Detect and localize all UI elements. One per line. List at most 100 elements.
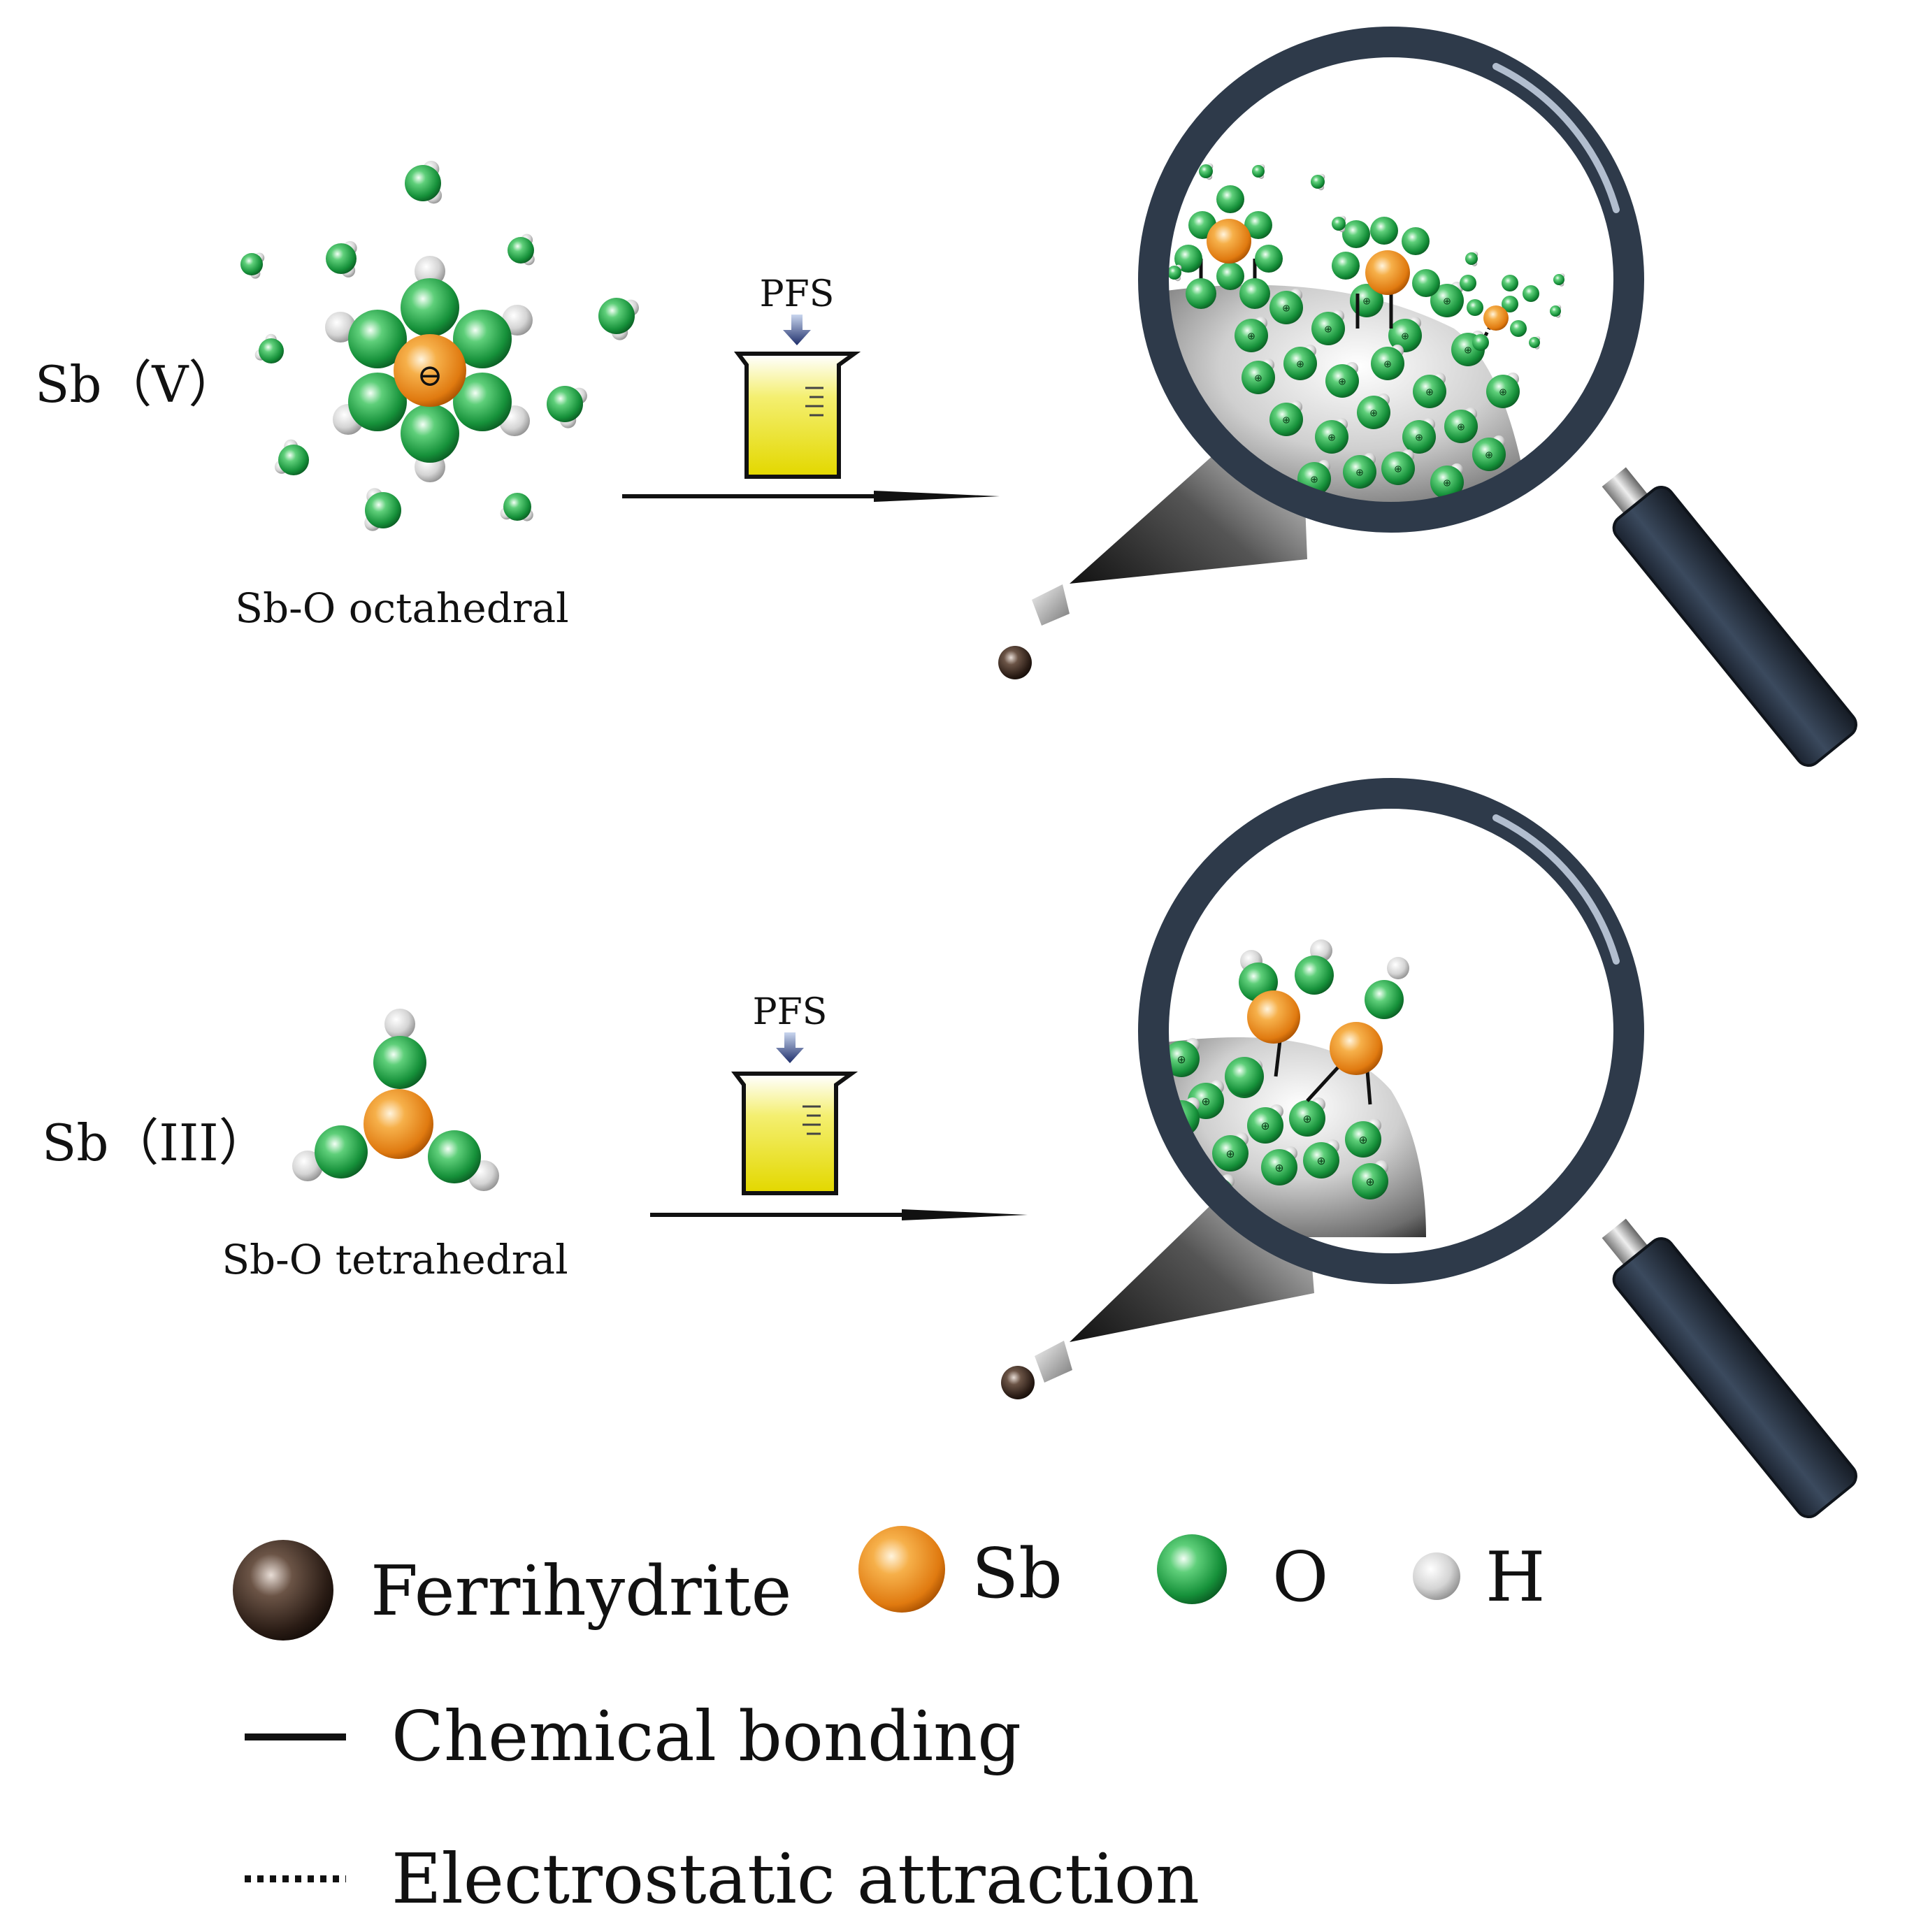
o-atom — [348, 373, 407, 431]
particle-tip-2 — [1035, 1341, 1072, 1383]
o-atom — [365, 492, 401, 528]
o-atom — [1412, 269, 1440, 297]
surface-charge-mark: ⊕ — [1464, 345, 1472, 356]
o-atom — [1467, 299, 1483, 316]
o-atom — [401, 278, 459, 337]
sb-atom — [1247, 990, 1300, 1044]
sbv-center-charge: ⊖ — [417, 358, 443, 394]
sb-atom — [1483, 305, 1509, 331]
sb-atom — [394, 334, 466, 407]
o-atom — [401, 404, 459, 463]
o-atom — [1357, 396, 1390, 429]
o-atom — [1261, 1149, 1297, 1185]
sb-atom — [1365, 250, 1410, 295]
surface-charge-mark: ⊕ — [1177, 1053, 1186, 1066]
ferrihydrite-particle-1 — [998, 646, 1032, 679]
surface-charge-mark: ⊕ — [1296, 359, 1304, 370]
o-atom — [1289, 1100, 1325, 1137]
surface-charge-mark: ⊕ — [1485, 449, 1493, 461]
surface-charge-mark: ⊕ — [1201, 1095, 1210, 1108]
o-atom — [1332, 217, 1346, 231]
surface-charge-mark: ⊕ — [1415, 432, 1423, 443]
surface-charge-mark: ⊕ — [1316, 1155, 1325, 1167]
magnifier-1: ⊕⊕⊕⊕⊕⊕⊕⊕⊕⊕⊕⊕⊕⊕⊕⊕⊕⊕⊕⊕⊕⊕⊕ — [1138, 27, 1857, 767]
sbv-octahedral-molecule: ⊖ — [325, 256, 533, 482]
sbiii-label: Sb（III） — [42, 1113, 269, 1172]
surface-charge-mark: ⊕ — [1383, 359, 1392, 370]
sbv-water-molecules — [240, 161, 639, 531]
o-atom — [348, 310, 407, 368]
surface-charge-mark: ⊕ — [1225, 1148, 1235, 1160]
magnifier-2: ⊕⊕⊕⊕⊕⊕⊕⊕⊕⊕⊕⊕ — [1138, 778, 1857, 1519]
legend-ferrihydrite-label: Ferrihydrite — [370, 1552, 791, 1631]
o-atom — [1315, 420, 1348, 454]
o-atom — [1465, 252, 1478, 265]
o-atom — [1381, 452, 1415, 485]
surface-charge-mark: ⊕ — [1254, 373, 1262, 384]
o-atom — [453, 310, 512, 368]
sb-atom — [1330, 1022, 1383, 1075]
o-atom — [1216, 262, 1244, 290]
surface-charge-mark: ⊕ — [1362, 296, 1371, 307]
o-atom — [1235, 319, 1268, 352]
o-atom — [1472, 438, 1506, 471]
legend-electrostatic-label: Electrostatic attraction — [391, 1840, 1200, 1919]
o-atom — [1371, 347, 1404, 380]
h-atom — [325, 312, 356, 343]
o-atom — [326, 243, 357, 274]
surface-charge-mark: ⊕ — [1401, 331, 1409, 342]
surface-charge-mark: ⊕ — [1443, 477, 1451, 489]
legend-h-label: H — [1485, 1538, 1545, 1617]
o-atom — [1216, 185, 1244, 213]
o-atom — [1295, 956, 1334, 995]
beaker-2-icon — [731, 1072, 858, 1195]
o-atom — [428, 1130, 481, 1183]
sbiii-tetrahedral-molecule — [292, 1009, 499, 1191]
o-atom — [405, 165, 441, 201]
legend-sb-swatch — [858, 1526, 945, 1613]
o-atom — [1269, 403, 1303, 436]
o-atom — [503, 493, 531, 521]
o-atom — [1186, 278, 1216, 309]
pfs-label-2: PFS — [753, 991, 828, 1033]
o-atom — [453, 373, 512, 431]
surface-charge-mark: ⊕ — [1260, 1120, 1269, 1132]
o-atom — [1529, 337, 1540, 348]
o-atom — [1242, 361, 1275, 394]
surface-charge-mark: ⊕ — [1355, 467, 1364, 478]
o-atom — [1352, 1163, 1388, 1199]
pfs-label-1: PFS — [760, 273, 835, 315]
o-atom — [1430, 284, 1464, 317]
h-atom — [415, 256, 445, 287]
o-atom — [1303, 1142, 1339, 1178]
legend: Ferrihydrite Sb O H Chemical bonding Ele… — [233, 1526, 1545, 1919]
o-atom — [1174, 245, 1202, 273]
o-atom — [1444, 410, 1478, 443]
particle-tip-1 — [1032, 584, 1070, 626]
reaction-arrow-2 — [650, 1209, 1028, 1220]
o-atom — [1252, 165, 1265, 178]
o-atom — [259, 338, 284, 363]
o-atom — [1332, 252, 1360, 280]
surface-charge-mark: ⊕ — [1282, 414, 1290, 426]
surface-charge-mark: ⊕ — [1338, 376, 1346, 387]
o-atom — [315, 1125, 368, 1178]
o-atom — [240, 253, 263, 275]
o-atom — [1199, 164, 1213, 178]
o-atom — [1239, 278, 1270, 309]
reaction-arrow-1 — [622, 491, 1000, 502]
h-atom — [502, 305, 533, 336]
surface-charge-mark: ⊕ — [1247, 331, 1255, 342]
surface-charge-mark: ⊕ — [1443, 296, 1451, 307]
surface-charge-mark: ⊕ — [1369, 408, 1378, 419]
o-atom — [1311, 312, 1345, 345]
surface-charge-mark: ⊕ — [1425, 387, 1434, 398]
o-atom — [1523, 285, 1539, 302]
legend-o-swatch — [1157, 1534, 1227, 1604]
o-atom — [1225, 1057, 1264, 1096]
sbv-structure-label: Sb-O octahedral — [235, 584, 568, 632]
o-atom — [1402, 420, 1436, 454]
o-atom — [1553, 274, 1564, 285]
o-atom — [1343, 455, 1376, 489]
